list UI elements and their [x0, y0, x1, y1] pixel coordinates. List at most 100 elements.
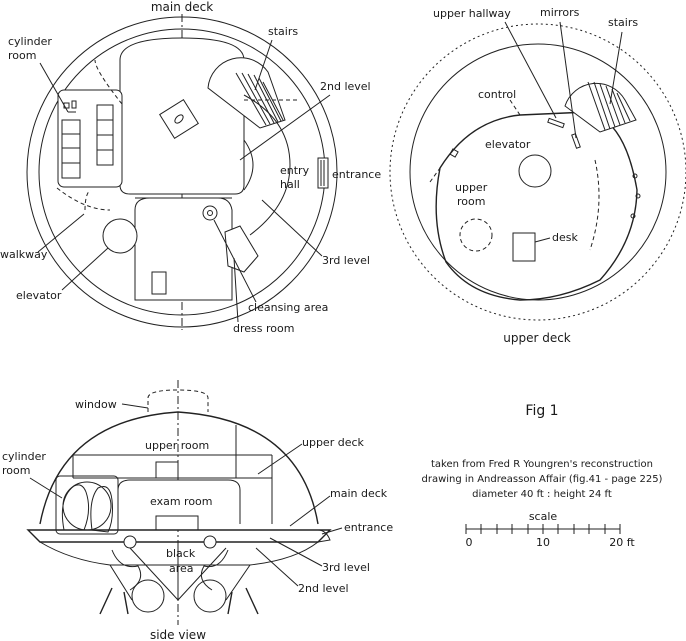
- dress-room: [224, 225, 259, 273]
- leader-dress-room: [233, 257, 239, 323]
- main-deck-plan: main deck cylinder room stairs 2nd level…: [0, 0, 381, 335]
- label-upper-hallway: upper hallway: [433, 7, 511, 20]
- side-view: window upper room upper deck cylinder ro…: [2, 380, 393, 641]
- label-window: window: [75, 398, 117, 411]
- label-upper-room: upper room: [145, 439, 209, 452]
- label-side-3rd-level: 3rd level: [322, 561, 370, 574]
- scale-title: scale: [529, 510, 558, 523]
- label-cylinder-room-2: room: [8, 49, 36, 62]
- entry-hall-arc: [243, 139, 254, 191]
- caption-line-1: taken from Fred R Youngren's reconstruct…: [431, 459, 653, 470]
- entrance-door: [317, 157, 329, 189]
- scale-bar: scale 0 10 20 ft: [465, 510, 635, 549]
- caption-line-3: diameter 40 ft : height 24 ft: [472, 489, 612, 500]
- side-view-leg-pod-left: [131, 579, 165, 613]
- label-side-2nd-level: 2nd level: [298, 582, 349, 595]
- label-walkway: walkway: [0, 248, 48, 261]
- label-cleansing-area: cleansing area: [248, 301, 328, 314]
- leader-3rd-level-side: [269, 537, 323, 567]
- label-entry-hall-1: entry: [280, 164, 310, 177]
- upper-deck-inner-hull: [409, 43, 667, 301]
- leader-upper-stairs: [609, 31, 623, 105]
- label-side-cylinder-1: cylinder: [2, 450, 46, 463]
- label-side-entrance: entrance: [344, 521, 393, 534]
- leader-3rd-level: [261, 199, 323, 257]
- side-view-leg-1: [99, 587, 113, 615]
- leader-desk: [534, 237, 551, 243]
- label-upper-room-2: room: [457, 195, 485, 208]
- label-desk: desk: [552, 231, 578, 244]
- label-upper-elevator: elevator: [485, 138, 531, 151]
- label-black-area-1: black: [166, 547, 196, 560]
- label-3rd-level: 3rd level: [322, 254, 370, 267]
- leader-entrance: [321, 527, 343, 535]
- label-elevator: elevator: [16, 289, 62, 302]
- side-view-upper-box: [155, 461, 179, 479]
- label-black-area-2: area: [169, 562, 194, 575]
- central-table: [159, 99, 199, 139]
- desk: [512, 232, 536, 262]
- side-view-title: side view: [150, 628, 206, 641]
- upper-deck-title: upper deck: [503, 331, 571, 345]
- side-view-rim: [26, 529, 332, 543]
- upper-deck-stairs: [564, 81, 637, 133]
- side-view-dome: [39, 411, 319, 525]
- upper-room-dashed-circle: [459, 218, 493, 252]
- label-exam-room: exam room: [150, 495, 213, 508]
- exam-room-cabinet: [151, 271, 167, 295]
- side-view-leg-pod-right: [193, 579, 227, 613]
- leader-mirrors: [559, 21, 577, 139]
- label-side-upper-deck: upper deck: [302, 436, 365, 449]
- side-view-window: [147, 389, 209, 412]
- caption-block: Fig 1 taken from Fred R Youngren's recon…: [422, 403, 663, 500]
- label-dress-room: dress room: [233, 322, 294, 335]
- leader-2nd-level-side: [255, 547, 299, 587]
- label-entry-hall-2: hall: [280, 178, 300, 191]
- leader-walkway: [37, 213, 85, 253]
- mirror-2: [571, 133, 581, 149]
- leader-cylinder-room: [39, 62, 69, 113]
- label-2nd-level: 2nd level: [320, 80, 371, 93]
- leader-main-deck: [289, 495, 331, 527]
- leader-2nd-level: [239, 94, 331, 161]
- label-upper-room-1: upper: [455, 181, 488, 194]
- label-control: control: [478, 88, 516, 101]
- figure-number: Fig 1: [525, 403, 558, 419]
- walkway-dash-1: [94, 59, 123, 105]
- label-upper-stairs: stairs: [608, 16, 638, 29]
- entry-hall-wall: [243, 94, 291, 236]
- side-view-leg-3: [227, 591, 233, 615]
- side-view-exam-table: [155, 515, 199, 531]
- scale-tick-20: 20 ft: [609, 536, 635, 549]
- label-side-cylinder-2: room: [2, 464, 30, 477]
- upper-deck-elevator: [518, 154, 552, 188]
- cylinder-rack-left: [61, 119, 81, 179]
- side-view-cylinder: [62, 481, 112, 531]
- label-entrance: entrance: [332, 168, 381, 181]
- cleansing-area: [202, 205, 218, 221]
- leader-side-cylinder: [29, 477, 63, 499]
- label-mirrors: mirrors: [540, 6, 580, 19]
- scale-tick-10: 10: [536, 536, 550, 549]
- leader-elevator: [61, 247, 109, 291]
- leader-upper-hallway: [504, 21, 557, 119]
- label-cylinder-room-1: cylinder: [8, 35, 52, 48]
- main-deck-elevator: [102, 218, 138, 254]
- scale-tick-0: 0: [466, 536, 473, 549]
- leader-main-stairs: [254, 39, 273, 91]
- leader-window: [121, 403, 149, 409]
- mirror-1: [547, 117, 565, 129]
- leader-cleansing-area: [213, 219, 257, 303]
- side-view-lower-hull: [39, 541, 319, 566]
- side-view-exam-room: [117, 479, 241, 524]
- leader-upper-deck: [257, 443, 303, 475]
- caption-line-2: drawing in Andreasson Affair (fig.41 - p…: [422, 474, 663, 485]
- side-view-cylinder-room: [55, 475, 119, 535]
- main-deck-title: main deck: [151, 0, 213, 14]
- upper-deck-plan: upper hallway mirrors stairs control ele…: [389, 6, 686, 345]
- label-side-main-deck: main deck: [330, 487, 388, 500]
- side-view-leg-4: [245, 587, 259, 615]
- side-view-leg-2: [123, 591, 129, 615]
- label-main-stairs: stairs: [268, 25, 298, 38]
